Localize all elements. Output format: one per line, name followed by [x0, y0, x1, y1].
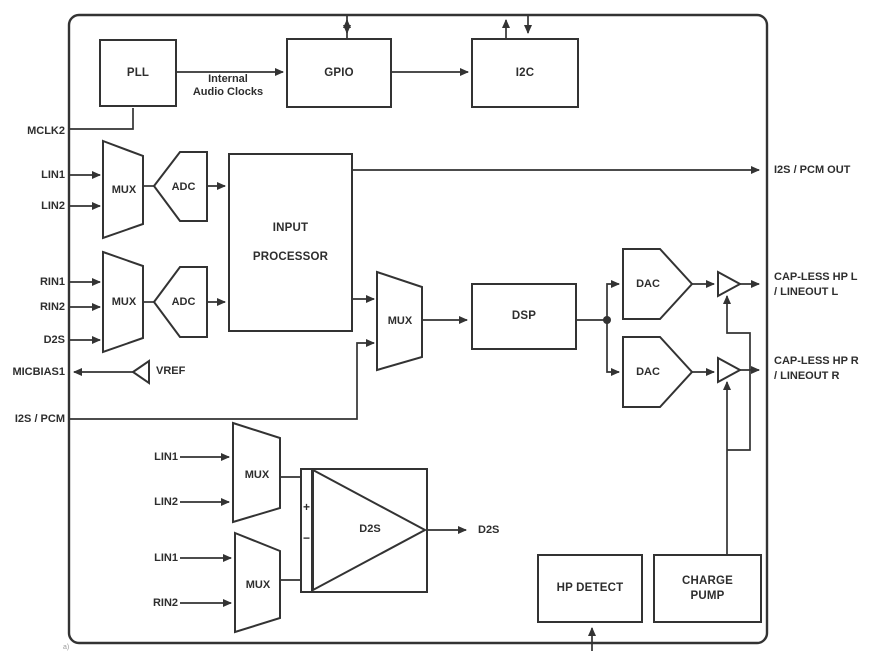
inner-input-rin2: RIN2 [152, 597, 178, 609]
adc1-shape [152, 151, 208, 222]
pin-capless-hp-r-line1: CAP-LESS HP R [774, 355, 859, 367]
wires-plain [69, 108, 607, 581]
internal-audio-clocks-line1: Internal [208, 73, 248, 85]
mux5-label: MUX [245, 579, 271, 591]
d2s-out-label: D2S [478, 524, 500, 536]
mux2-shape [102, 250, 144, 354]
block-pll: PLL [99, 39, 177, 107]
block-input-processor-label-2: PROCESSOR [252, 250, 329, 263]
pin-capless-hp-r: CAP-LESS HP R / LINEOUT R [774, 354, 859, 384]
pin-mclk2: MCLK2 [27, 125, 65, 137]
internal-audio-clocks-line2: Audio Clocks [192, 86, 264, 98]
pin-i2s-pcm-out: I2S / PCM OUT [774, 164, 851, 176]
inner-input-lin1-a: LIN1 [154, 451, 178, 463]
mux2-label: MUX [111, 296, 137, 308]
block-hp-detect-label: HP DETECT [556, 582, 624, 594]
block-hp-detect: HP DETECT [537, 554, 643, 623]
block-charge-pump-label-2: PUMP [690, 589, 725, 602]
pin-rin1: RIN1 [39, 276, 65, 288]
mux1-label: MUX [111, 184, 137, 196]
block-i2c-label: I2C [515, 66, 535, 79]
chip-boundary [67, 13, 769, 645]
mux1-shape [102, 139, 144, 240]
d2s-plus-sign: + [302, 500, 310, 514]
block-charge-pump: CHARGE PUMP [653, 554, 762, 623]
mux5-shape [234, 531, 281, 634]
block-input-processor-label-1: INPUT [272, 221, 309, 234]
pin-i2s-pcm: I2S / PCM [14, 413, 65, 425]
pin-rin2: RIN2 [39, 301, 65, 313]
wires-arrows [69, 15, 760, 651]
mux3-shape [376, 270, 423, 372]
dac1-shape [622, 248, 694, 320]
inner-input-lin2: LIN2 [154, 496, 178, 508]
vref-label: VREF [156, 365, 186, 377]
pin-capless-hp-l: CAP-LESS HP L / LINEOUT L [774, 270, 858, 300]
pin-capless-hp-l-line1: CAP-LESS HP L [774, 271, 858, 283]
inner-input-lin1-b: LIN1 [154, 552, 178, 564]
block-charge-pump-label-1: CHARGE [681, 574, 734, 587]
corner-artifact: a) [63, 644, 70, 651]
adc2-shape [152, 266, 208, 338]
junction-dot [603, 316, 611, 324]
block-gpio-label: GPIO [324, 66, 354, 79]
pin-capless-hp-l-line2: / LINEOUT L [774, 286, 839, 298]
pin-lin2: LIN2 [41, 200, 65, 212]
block-i2c: I2C [471, 38, 579, 108]
dac1-label: DAC [636, 278, 660, 290]
pin-d2s-in: D2S [43, 334, 65, 346]
block-input-processor: INPUT PROCESSOR [228, 153, 353, 332]
block-dsp: DSP [471, 283, 577, 350]
d2s-minus-sign: − [302, 531, 310, 545]
d2s-amp-triangle [312, 468, 428, 592]
hp-amp-right-icon [717, 356, 743, 384]
mux3-label: MUX [387, 315, 413, 327]
block-dsp-label: DSP [511, 310, 537, 322]
hp-amp-left-icon [717, 270, 743, 298]
block-gpio: GPIO [286, 38, 392, 108]
pin-capless-hp-r-line2: / LINEOUT R [774, 370, 840, 382]
d2s-amp-label: D2S [359, 523, 381, 535]
pin-lin1: LIN1 [41, 169, 65, 181]
dac2-shape [622, 336, 694, 408]
internal-audio-clocks-note: Internal Audio Clocks [178, 73, 278, 99]
mux4-label: MUX [244, 469, 270, 481]
mux4-shape [232, 421, 281, 524]
adc1-label: ADC [171, 181, 196, 193]
pin-micbias1: MICBIAS1 [12, 366, 65, 378]
vref-buffer-icon [131, 359, 150, 385]
adc2-label: ADC [171, 296, 196, 308]
dac2-label: DAC [636, 366, 660, 378]
block-pll-label: PLL [126, 66, 150, 79]
